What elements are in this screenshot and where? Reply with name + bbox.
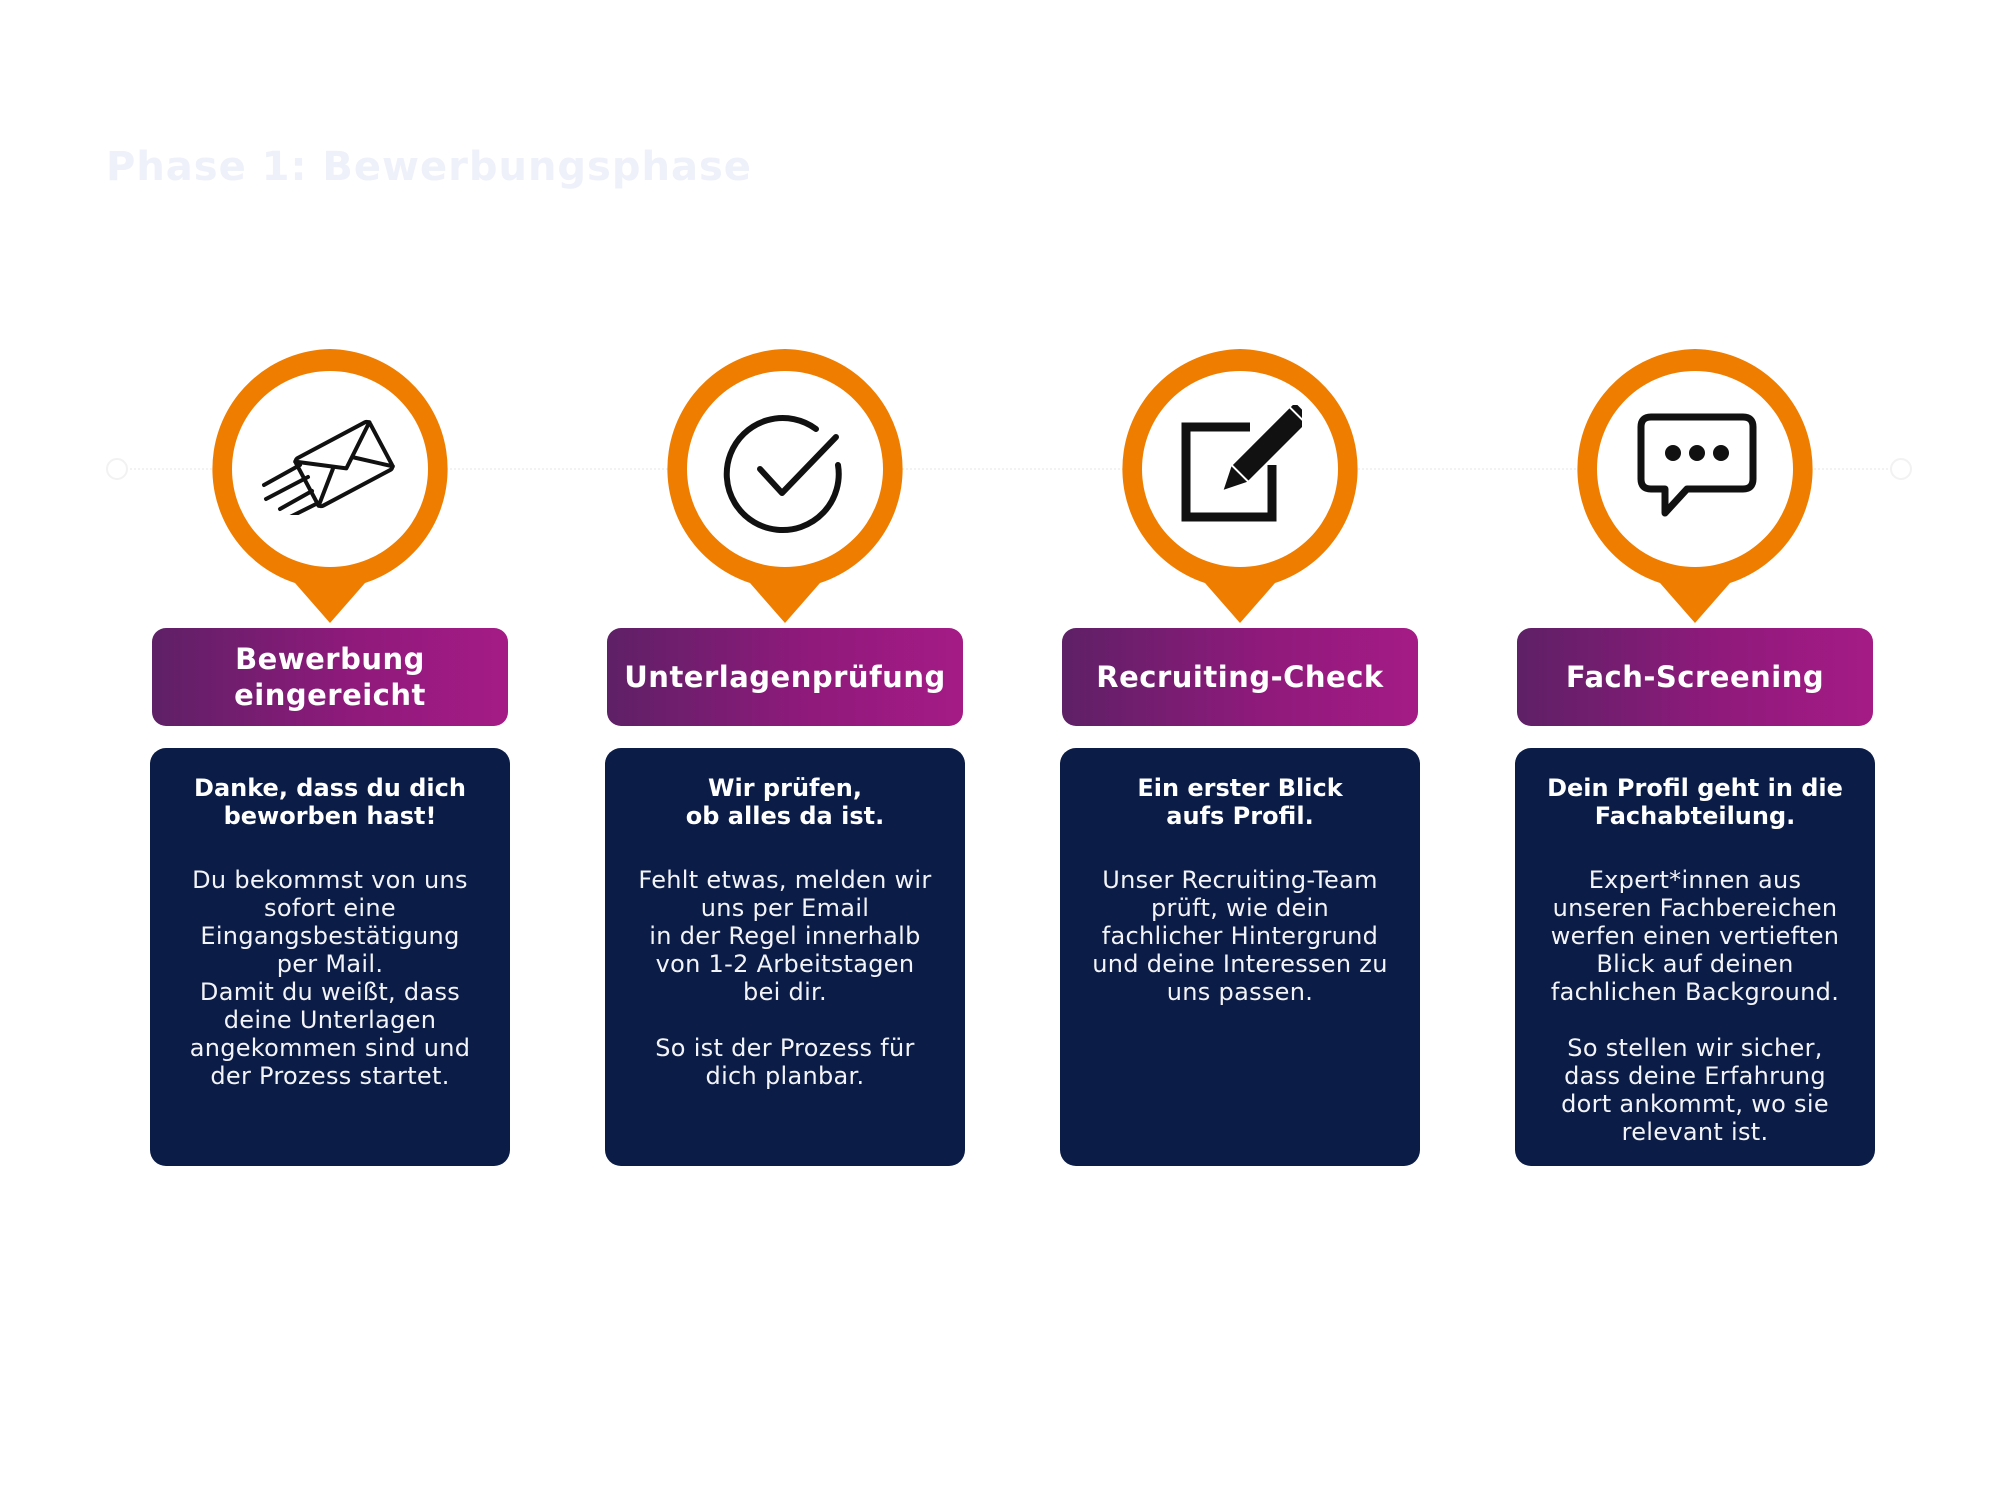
step-bewerbung: Bewerbung eingereicht Danke, dass du dic… bbox=[150, 0, 510, 1500]
envelope-send-icon bbox=[262, 419, 395, 515]
step-label: Unterlagenprüfung bbox=[607, 628, 963, 726]
step-unterlagenpruefung: Unterlagenprüfung Wir prüfen, ob alles d… bbox=[605, 0, 965, 1500]
timeline-start-dot bbox=[106, 458, 128, 480]
step-pin bbox=[605, 345, 965, 625]
edit-pencil-icon bbox=[1181, 405, 1302, 522]
step-pin bbox=[1060, 345, 1420, 625]
chat-bubble-icon bbox=[1637, 413, 1757, 517]
card-body: Unser Recruiting-Team prüft, wie dein fa… bbox=[1092, 866, 1388, 1006]
timeline-line bbox=[115, 468, 1900, 471]
step-recruiting-check: Recruiting-Check Ein erster Blick aufs P… bbox=[1060, 0, 1420, 1500]
card-body: Fehlt etwas, melden wir uns per Email in… bbox=[638, 866, 932, 1090]
card-heading: Dein Profil geht in die Fachabteilung. bbox=[1547, 774, 1843, 830]
step-pin bbox=[1515, 345, 1875, 625]
step-label: Recruiting-Check bbox=[1062, 628, 1418, 726]
step-pin bbox=[150, 345, 510, 625]
step-card: Ein erster Blick aufs Profil. Unser Recr… bbox=[1060, 748, 1420, 1166]
step-label: Fach-Screening bbox=[1517, 628, 1873, 726]
step-card: Danke, dass du dich beworben hast! Du be… bbox=[150, 748, 510, 1166]
step-card: Dein Profil geht in die Fachabteilung. E… bbox=[1515, 748, 1875, 1166]
card-body: Du bekommst von uns sofort eine Eingangs… bbox=[189, 866, 471, 1090]
card-heading: Ein erster Blick aufs Profil. bbox=[1137, 774, 1343, 830]
step-label: Bewerbung eingereicht bbox=[152, 628, 508, 726]
step-fach-screening: Fach-Screening Dein Profil geht in die F… bbox=[1515, 0, 1875, 1500]
card-heading: Wir prüfen, ob alles da ist. bbox=[685, 774, 885, 830]
step-card: Wir prüfen, ob alles da ist. Fehlt etwas… bbox=[605, 748, 965, 1166]
card-body: Expert*innen aus unseren Fachbereichen w… bbox=[1550, 866, 1840, 1146]
phase-title: Phase 1: Bewerbungsphase bbox=[106, 144, 752, 190]
card-heading: Danke, dass du dich beworben hast! bbox=[194, 774, 466, 830]
pin-shape bbox=[212, 349, 448, 623]
check-circle-icon bbox=[723, 415, 842, 534]
timeline-end-dot bbox=[1890, 458, 1912, 480]
